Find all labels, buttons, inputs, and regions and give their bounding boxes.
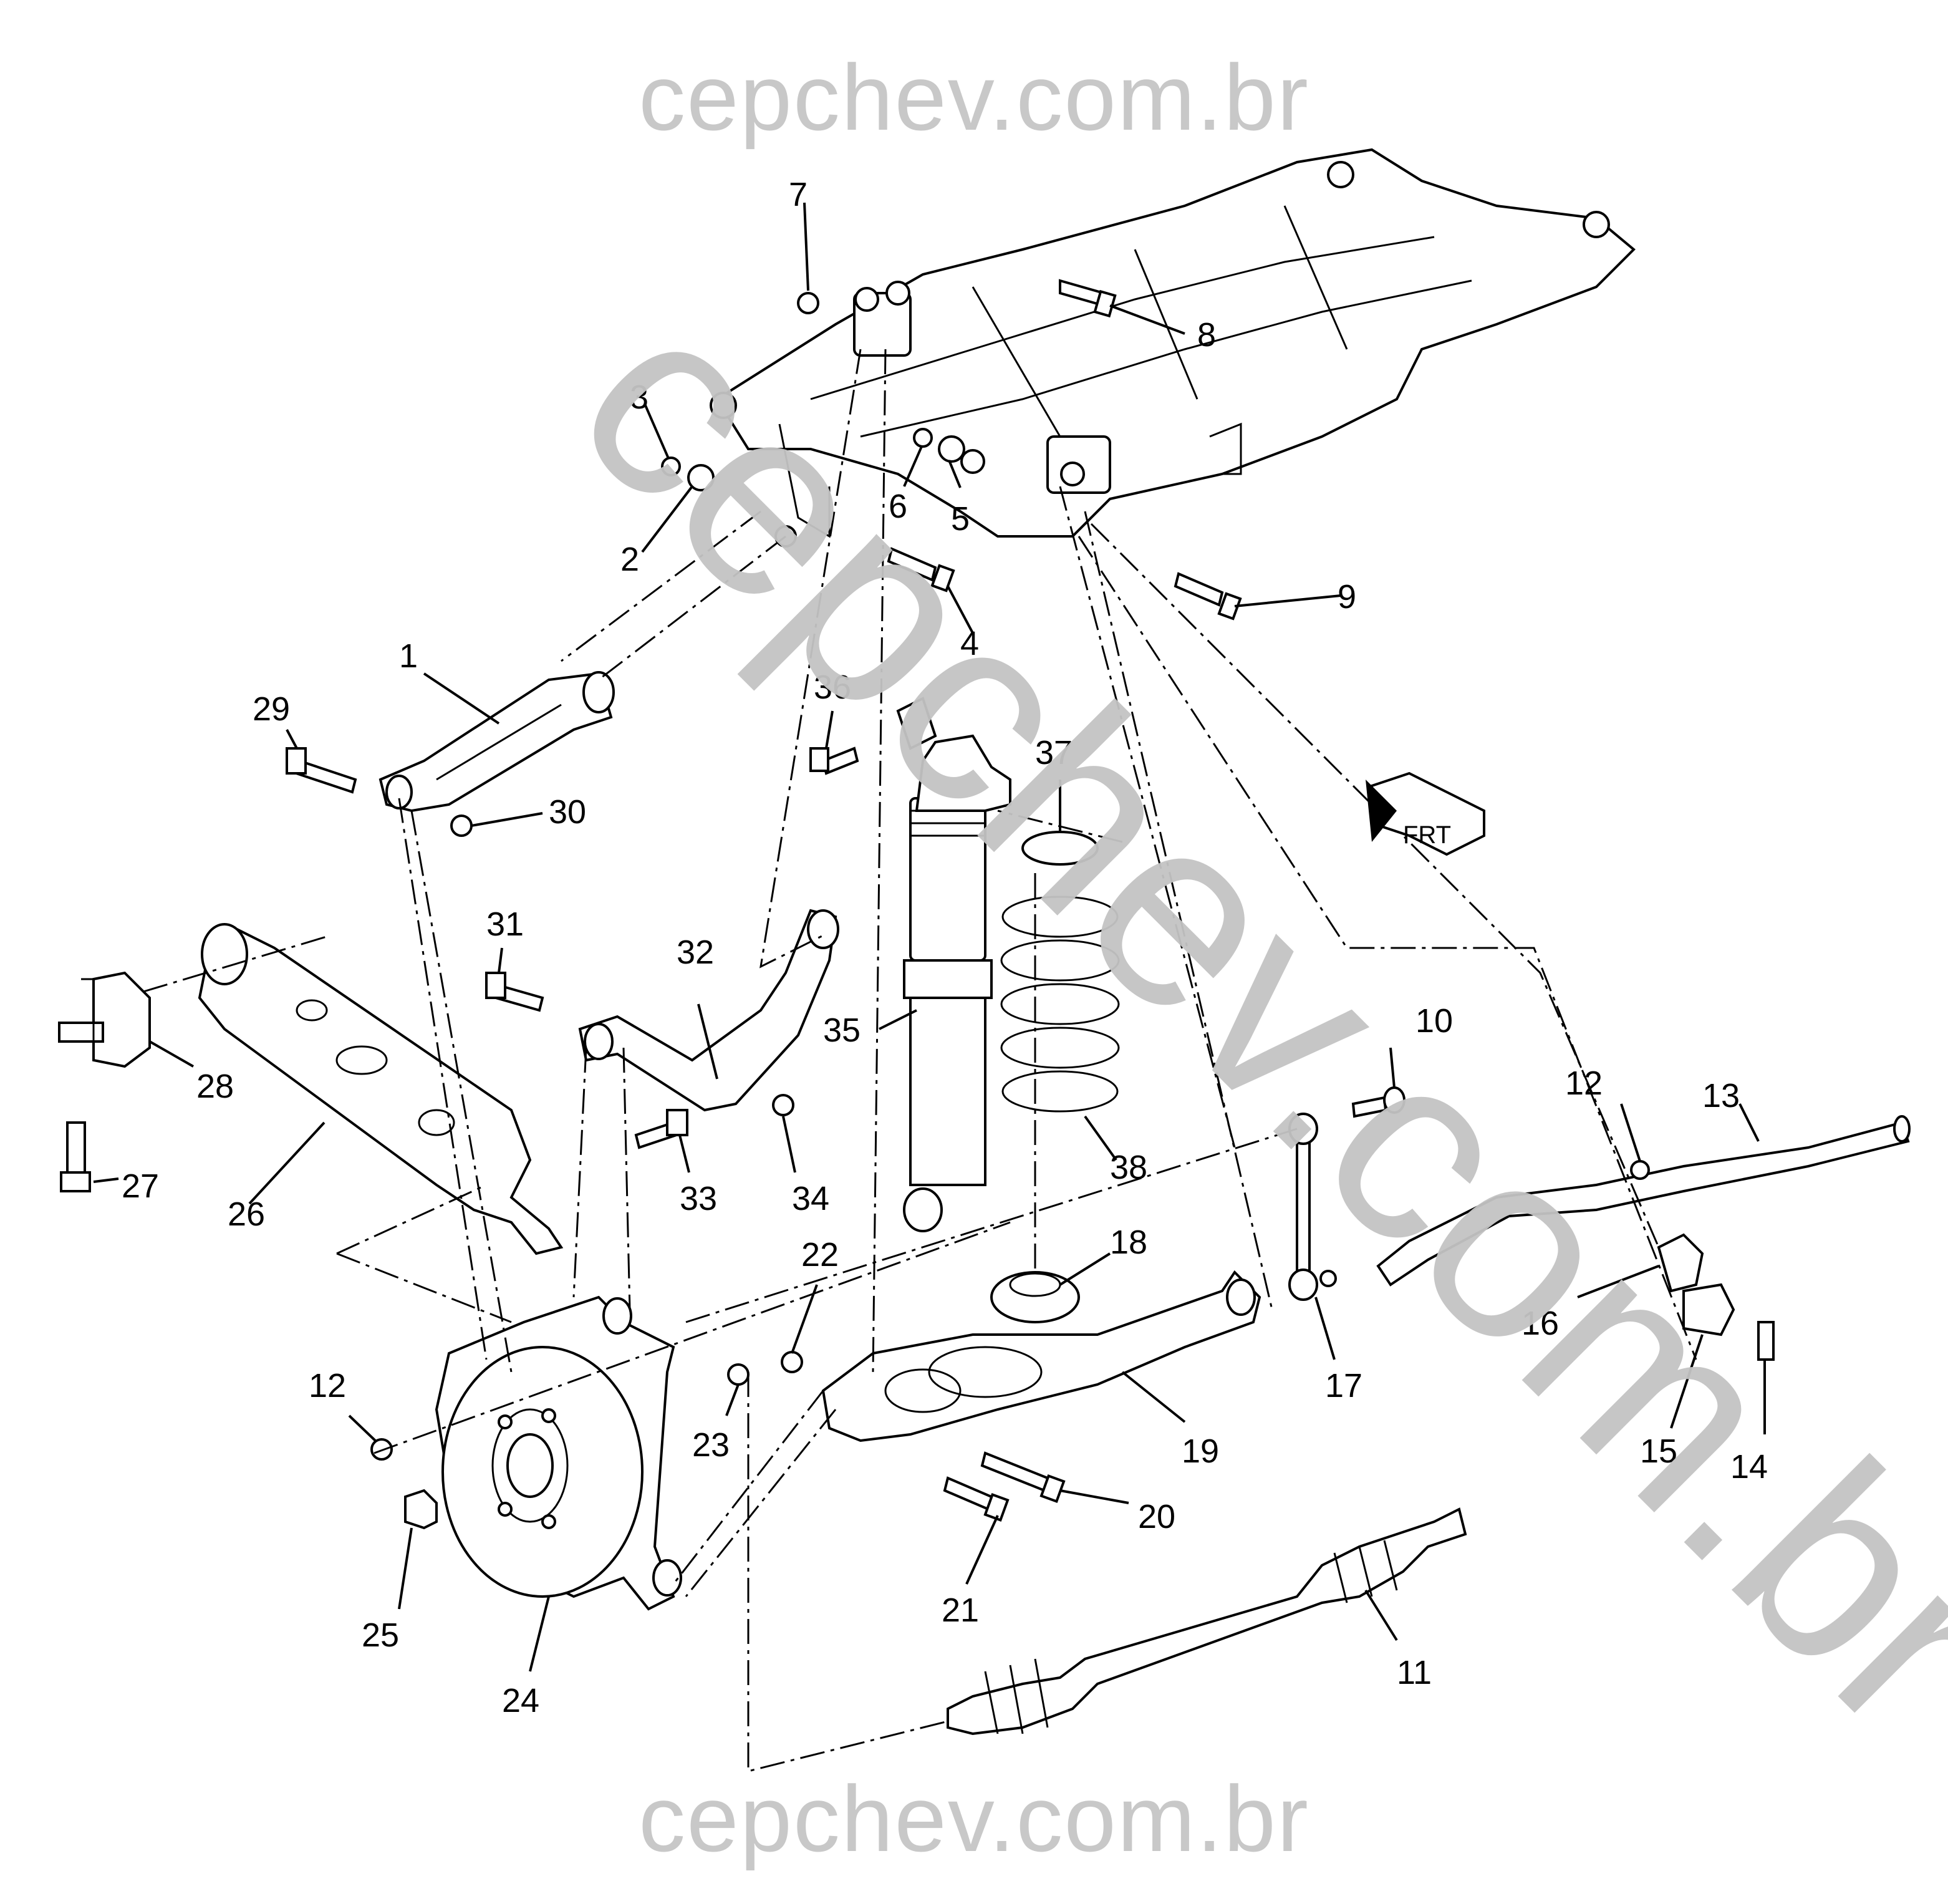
callout-26: 26 bbox=[228, 1196, 265, 1233]
callout-3: 3 bbox=[630, 379, 649, 416]
watermark-top: cepchev.com.br bbox=[639, 45, 1309, 150]
callout-19: 19 bbox=[1182, 1433, 1219, 1470]
callout-21: 21 bbox=[942, 1592, 979, 1629]
callout-37: 37 bbox=[1035, 734, 1073, 771]
shock-upper-bracket bbox=[896, 697, 937, 750]
callout-6: 6 bbox=[889, 488, 907, 525]
spring-seat bbox=[990, 1271, 1080, 1323]
callout-10: 10 bbox=[1415, 1002, 1453, 1040]
frt-label: FRT bbox=[1403, 821, 1451, 849]
callout-32: 32 bbox=[677, 934, 714, 971]
knuckle-hub-assembly bbox=[435, 1295, 682, 1611]
front-orientation-icon: FRT bbox=[1366, 771, 1485, 856]
callout-4: 4 bbox=[960, 625, 979, 662]
shock-absorber bbox=[903, 734, 1011, 1232]
callout-33: 33 bbox=[680, 1180, 717, 1217]
callout-15: 15 bbox=[1640, 1433, 1677, 1470]
callout-9: 9 bbox=[1338, 578, 1356, 616]
lower-trailing-arm bbox=[198, 923, 564, 1255]
upper-control-arm bbox=[379, 671, 615, 813]
callout-5: 5 bbox=[951, 500, 970, 538]
watermark-bottom: cepchev.com.br bbox=[639, 1766, 1309, 1871]
callout-34: 34 bbox=[792, 1180, 829, 1217]
callout-36: 36 bbox=[814, 669, 851, 706]
callout-23: 23 bbox=[692, 1426, 730, 1464]
callout-30: 30 bbox=[549, 793, 586, 831]
callout-35: 35 bbox=[823, 1012, 861, 1049]
coil-spring bbox=[1000, 831, 1120, 1113]
arm-bushing bbox=[58, 971, 151, 1068]
toe-link bbox=[578, 909, 839, 1112]
callout-12-left: 12 bbox=[309, 1367, 346, 1404]
callout-25: 25 bbox=[362, 1616, 399, 1654]
callout-14: 14 bbox=[1730, 1448, 1768, 1486]
callout-13: 13 bbox=[1702, 1077, 1740, 1114]
lower-control-arm bbox=[821, 1270, 1261, 1442]
callout-18: 18 bbox=[1110, 1224, 1147, 1261]
callout-16: 16 bbox=[1521, 1305, 1559, 1342]
callout-22: 22 bbox=[801, 1236, 839, 1273]
stabilizer-link bbox=[1288, 1113, 1318, 1301]
callout-31: 31 bbox=[486, 906, 524, 943]
stabilizer-bushing bbox=[1657, 1233, 1704, 1293]
leader-lines bbox=[93, 202, 1766, 1672]
stabilizer-clamp bbox=[1682, 1283, 1735, 1336]
callout-8: 8 bbox=[1197, 316, 1216, 354]
callout-1: 1 bbox=[399, 637, 418, 675]
callout-17: 17 bbox=[1325, 1367, 1362, 1404]
callout-20: 20 bbox=[1138, 1498, 1175, 1535]
callout-38: 38 bbox=[1110, 1149, 1147, 1186]
callout-27: 27 bbox=[122, 1167, 159, 1205]
callout-2: 2 bbox=[620, 541, 639, 578]
callout-12-top: 12 bbox=[1565, 1065, 1603, 1102]
stabilizer-bar bbox=[1376, 1115, 1911, 1287]
half-shaft bbox=[947, 1507, 1467, 1736]
construction-lines bbox=[143, 349, 1697, 1772]
callout-7: 7 bbox=[789, 176, 808, 213]
callout-29: 29 bbox=[253, 690, 290, 728]
callout-11: 11 bbox=[1397, 1654, 1432, 1691]
bolt-27 bbox=[60, 1121, 91, 1192]
callout-24: 24 bbox=[502, 1682, 539, 1719]
hub-nut bbox=[404, 1489, 438, 1530]
bolts-and-fasteners bbox=[286, 279, 1650, 1522]
callout-numbers: 7 8 3 6 5 2 9 4 1 36 29 37 30 31 32 35 1… bbox=[122, 176, 1768, 1719]
callout-28: 28 bbox=[196, 1068, 234, 1105]
